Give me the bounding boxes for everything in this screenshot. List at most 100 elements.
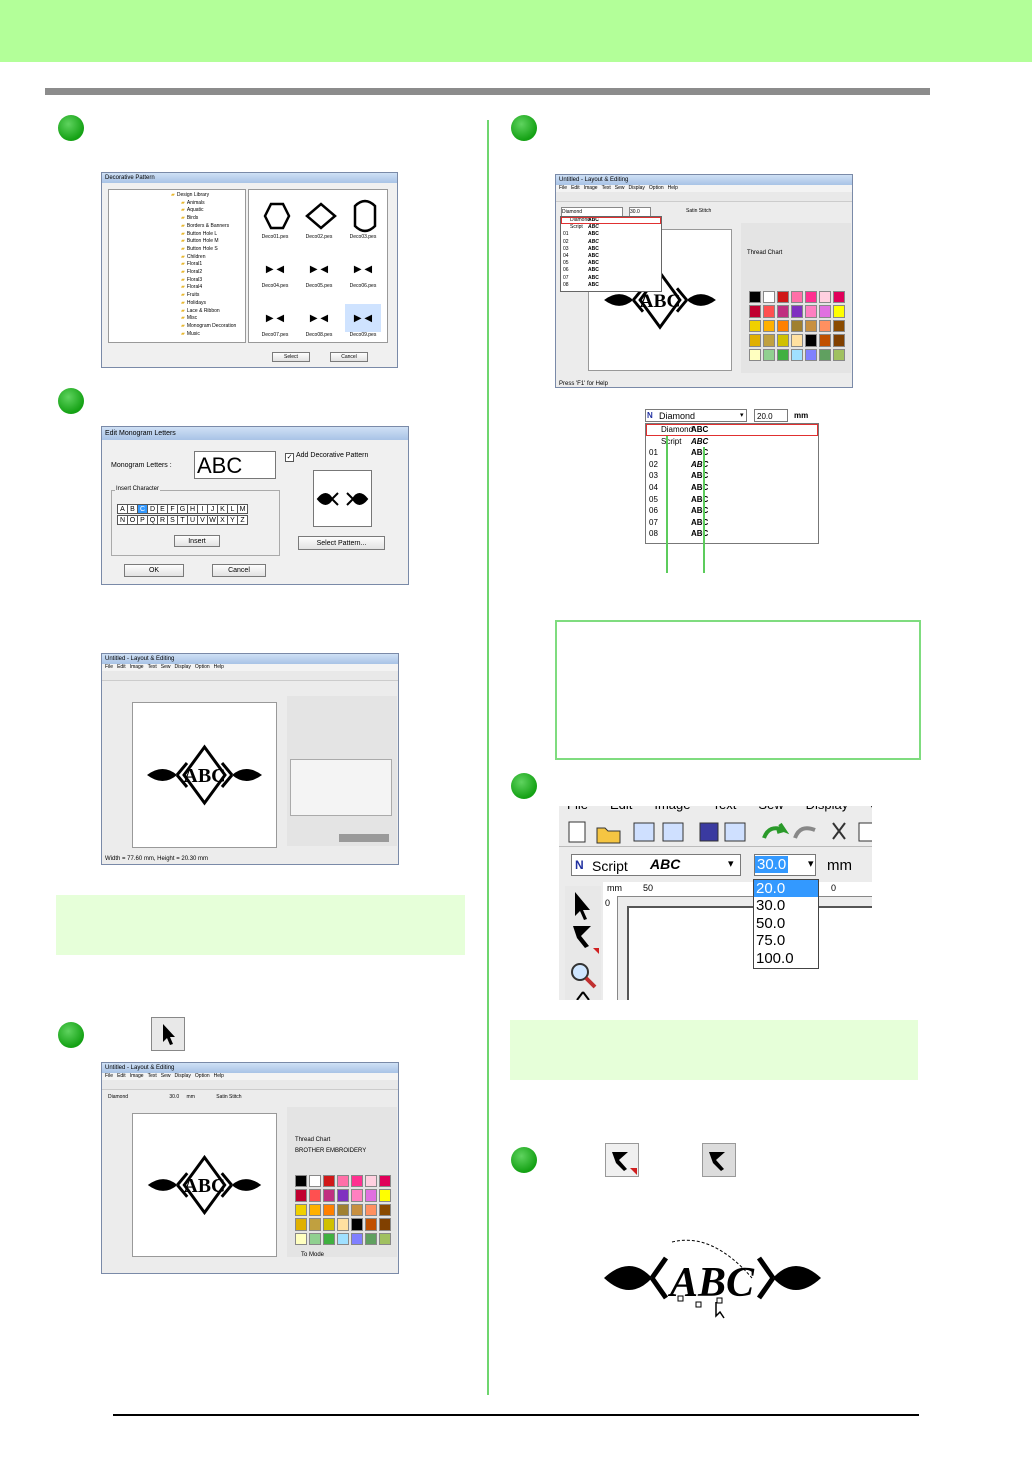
color-swatch[interactable] — [337, 1203, 349, 1217]
color-swatch[interactable] — [323, 1218, 335, 1231]
color-swatch[interactable] — [819, 305, 831, 318]
color-swatch[interactable] — [323, 1232, 335, 1245]
pattern-thumbnail[interactable]: ▶ ◀Deco05.pes — [306, 264, 333, 289]
color-palette[interactable] — [295, 1175, 391, 1245]
color-swatch[interactable] — [379, 1218, 391, 1231]
size-option[interactable]: 30.0 — [756, 897, 786, 915]
chevron-down-icon[interactable]: ▾ — [808, 858, 814, 870]
color-swatch[interactable] — [805, 291, 817, 304]
color-swatch[interactable] — [749, 334, 761, 347]
pattern-thumbnail[interactable]: ▶ ◀Deco09.pes — [345, 304, 381, 338]
color-swatch[interactable] — [749, 319, 761, 333]
size-select-value[interactable]: 30.0 — [755, 856, 789, 873]
cancel-button[interactable]: Cancel — [330, 352, 368, 362]
color-swatch[interactable] — [763, 334, 775, 347]
color-swatch[interactable] — [791, 305, 803, 318]
menu-item[interactable]: Option — [648, 185, 664, 191]
menu-item[interactable]: Text — [147, 1073, 157, 1079]
menu-item[interactable]: Edit — [610, 806, 632, 812]
color-swatch[interactable] — [763, 319, 775, 333]
select-button[interactable]: Select — [272, 352, 310, 362]
point-edit-tool-icon[interactable] — [605, 1143, 639, 1177]
color-swatch[interactable] — [791, 334, 803, 347]
color-swatch[interactable] — [749, 291, 761, 304]
font-list-item[interactable]: DiamondABC — [646, 424, 818, 436]
menu-item[interactable]: Display — [174, 1073, 191, 1079]
color-swatch[interactable] — [819, 348, 831, 361]
size-option[interactable]: 50.0 — [756, 914, 786, 932]
tree-item[interactable]: ▰Music — [171, 331, 245, 339]
color-swatch[interactable] — [791, 319, 803, 333]
color-swatch[interactable] — [337, 1189, 349, 1202]
menu-item[interactable]: Sew — [160, 1073, 171, 1079]
thread-chart-value[interactable]: BROTHER EMBROIDERY — [295, 1148, 367, 1154]
color-swatch[interactable] — [365, 1175, 377, 1188]
color-swatch[interactable] — [309, 1189, 321, 1202]
add-decorative-checkbox[interactable]: ✓ — [285, 453, 294, 462]
color-swatch[interactable] — [805, 305, 817, 318]
pattern-thumbnail[interactable]: ▶ ◀Deco08.pes — [306, 313, 333, 338]
to-mode-button[interactable]: To Mode — [301, 1252, 325, 1258]
menu-item[interactable]: Image — [129, 664, 144, 670]
color-swatch[interactable] — [337, 1232, 349, 1245]
menu-item[interactable]: Text — [713, 806, 737, 812]
color-swatch[interactable] — [351, 1232, 363, 1245]
menu-item[interactable]: Option — [194, 1073, 210, 1079]
ok-button[interactable]: OK — [124, 564, 184, 577]
color-swatch[interactable] — [777, 319, 789, 333]
tree-item[interactable]: ▰Floral3 — [171, 277, 245, 285]
design-canvas[interactable]: ABC — [132, 702, 277, 848]
color-swatch[interactable] — [309, 1218, 321, 1231]
tree-item[interactable]: ▰Children — [171, 254, 245, 262]
menu-item[interactable]: Option — [870, 806, 872, 812]
tree-item[interactable]: ▰Floral4 — [171, 284, 245, 292]
menu-item[interactable]: File — [105, 664, 114, 670]
size-option[interactable]: 20.0 — [754, 880, 818, 898]
menu-item[interactable]: Text — [601, 185, 611, 191]
tool-palette[interactable] — [565, 886, 601, 1000]
tree-item[interactable]: ▰Button Hole L — [171, 231, 245, 239]
color-swatch[interactable] — [805, 348, 817, 361]
pattern-thumbnail[interactable]: ▶ ◀Deco04.pes — [262, 264, 289, 289]
menu-item[interactable]: File — [559, 185, 568, 191]
color-swatch[interactable] — [337, 1175, 349, 1188]
menu-item[interactable]: Sew — [758, 806, 783, 812]
menu-item[interactable]: File — [105, 1073, 114, 1079]
toolbar[interactable] — [556, 192, 852, 202]
tree-item[interactable]: ▰Lace & Ribbon — [171, 308, 245, 316]
tree-item[interactable]: ▰Fruits — [171, 292, 245, 300]
color-swatch[interactable] — [295, 1218, 307, 1231]
select-pattern-button[interactable]: Select Pattern... — [298, 536, 385, 550]
color-swatch[interactable] — [295, 1175, 307, 1188]
menu-item[interactable]: Help — [213, 664, 224, 670]
color-swatch[interactable] — [323, 1203, 335, 1217]
menu-item[interactable]: Image — [654, 806, 690, 812]
color-swatch[interactable] — [833, 291, 845, 304]
color-swatch[interactable] — [805, 319, 817, 333]
pattern-thumbnail[interactable]: ▶ ◀Deco07.pes — [262, 313, 289, 338]
toolbar[interactable] — [102, 671, 398, 681]
color-swatch[interactable] — [749, 305, 761, 318]
folder-tree[interactable]: ▰Design Library▰Animals▰Aquatic▰Birds▰Bo… — [108, 189, 246, 343]
pattern-thumbnail[interactable]: ▶ ◀Deco06.pes — [350, 264, 377, 289]
color-swatch[interactable] — [763, 305, 775, 318]
tree-item[interactable]: ▰Button Hole S — [171, 246, 245, 254]
menu-item[interactable]: Image — [583, 185, 598, 191]
character-key[interactable]: Z — [237, 515, 248, 525]
color-swatch[interactable] — [365, 1218, 377, 1231]
color-swatch[interactable] — [833, 319, 845, 333]
color-swatch[interactable] — [763, 348, 775, 361]
size-select[interactable]: 20.0 — [754, 409, 788, 422]
chevron-down-icon[interactable]: ▾ — [740, 412, 744, 419]
size-option[interactable]: 100.0 — [756, 949, 794, 967]
